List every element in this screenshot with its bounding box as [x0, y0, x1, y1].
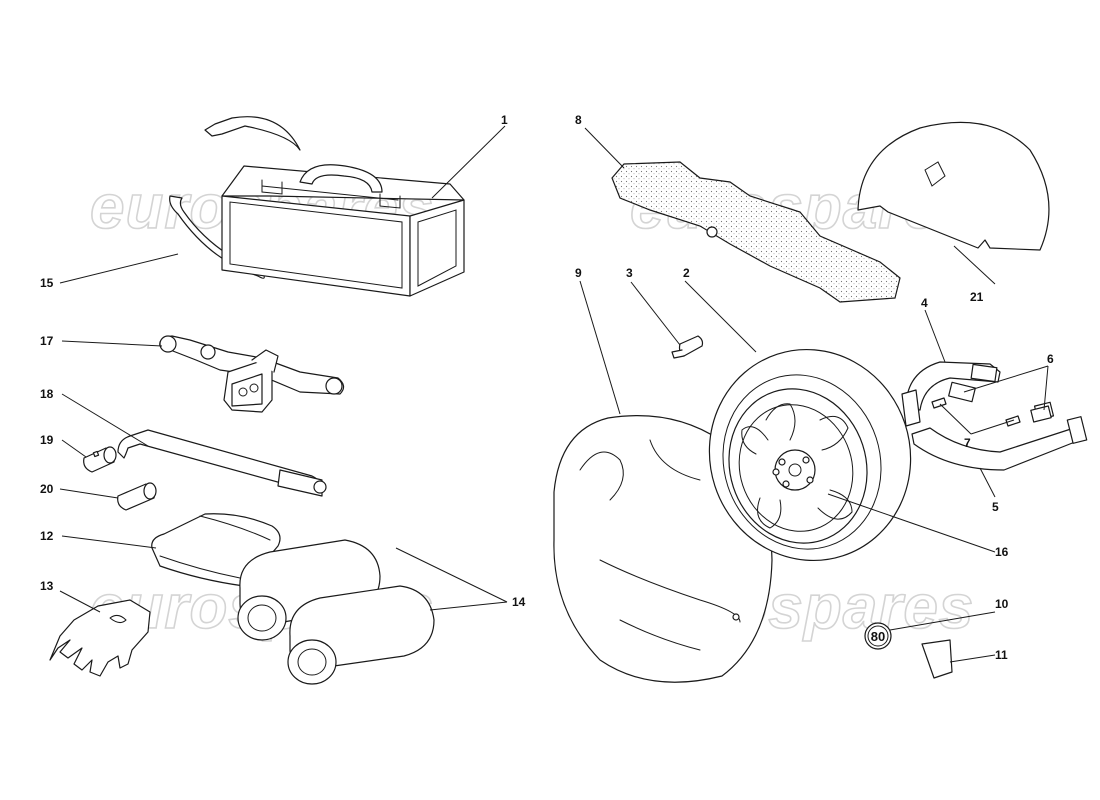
part-speed-sign-10: 80 — [864, 622, 892, 650]
part-wheel-covers-14 — [237, 539, 435, 685]
callout-5: 5 — [992, 500, 999, 514]
part-cover-half-21 — [857, 121, 1050, 251]
callout-labels: 1 2 3 4 5 6 7 8 9 10 11 12 13 14 15 16 1… — [40, 113, 1054, 662]
callout-16: 16 — [995, 545, 1009, 559]
callout-4: 4 — [921, 296, 928, 310]
part-wrench-18 — [117, 429, 327, 497]
callout-19: 19 — [40, 433, 54, 447]
part-tool-bag-1 — [221, 164, 465, 297]
part-jack-17 — [159, 335, 345, 413]
part-gloves-13 — [49, 599, 151, 677]
part-strap-4 — [901, 361, 1001, 427]
callout-6: 6 — [1047, 352, 1054, 366]
part-clip-6 — [948, 381, 1052, 423]
part-socket-19 — [83, 446, 117, 473]
callout-12: 12 — [40, 529, 54, 543]
part-strap-5 — [911, 401, 1088, 471]
speed-sign-label: 80 — [871, 629, 885, 644]
callout-10: 10 — [995, 597, 1009, 611]
callout-8: 8 — [575, 113, 582, 127]
callout-20: 20 — [40, 482, 54, 496]
part-mat-8 — [611, 161, 901, 303]
callout-18: 18 — [40, 387, 54, 401]
part-badge-11 — [921, 639, 953, 679]
callout-9: 9 — [575, 266, 582, 280]
callout-7: 7 — [964, 436, 971, 450]
callout-1: 1 — [501, 113, 508, 127]
callout-3: 3 — [626, 266, 633, 280]
callout-14: 14 — [512, 595, 526, 609]
part-screws-7 — [931, 397, 1021, 427]
callout-15: 15 — [40, 276, 54, 290]
callout-13: 13 — [40, 579, 54, 593]
leader-lines — [59, 125, 1049, 663]
callout-2: 2 — [683, 266, 690, 280]
part-socket-20 — [117, 482, 157, 511]
callout-11: 11 — [995, 648, 1008, 662]
part-valve-3 — [671, 335, 704, 359]
callout-21: 21 — [970, 290, 984, 304]
callout-17: 17 — [40, 334, 54, 348]
part-spare-wheel-2 — [708, 348, 912, 562]
